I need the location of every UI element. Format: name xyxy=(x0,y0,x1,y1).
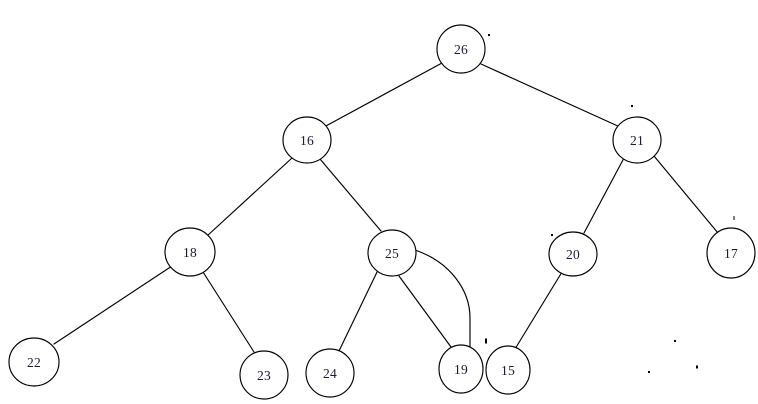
scan-artifacts-layer xyxy=(485,34,735,373)
node-label: 24 xyxy=(323,366,337,381)
tree-edge xyxy=(323,62,443,128)
tree-edge xyxy=(514,271,563,350)
tree-node-15[interactable]: 15 xyxy=(485,345,531,395)
tree-edge xyxy=(53,265,173,345)
node-label: 26 xyxy=(454,42,468,57)
node-circle xyxy=(282,116,332,164)
node-label: 25 xyxy=(385,246,399,261)
node-circle xyxy=(548,231,598,277)
tree-edge xyxy=(583,157,625,234)
nodes-layer: 26 16 21 18 25 20 17 22 23 24 19 15 xyxy=(8,24,756,400)
edges-layer xyxy=(53,62,719,353)
node-label: 21 xyxy=(630,133,644,148)
node-label: 19 xyxy=(454,362,468,377)
node-circle xyxy=(706,227,756,279)
tree-node-18[interactable]: 18 xyxy=(164,227,216,277)
scan-speck xyxy=(696,365,698,369)
node-circle xyxy=(612,116,662,164)
tree-node-24[interactable]: 24 xyxy=(305,348,355,398)
tree-node-25[interactable]: 25 xyxy=(367,229,417,277)
tree-node-23[interactable]: 23 xyxy=(239,350,289,400)
node-label: 23 xyxy=(257,368,271,383)
tree-node-17[interactable]: 17 xyxy=(706,227,756,279)
node-circle xyxy=(305,348,355,398)
scan-speck xyxy=(551,234,553,236)
node-circle xyxy=(436,24,486,74)
tree-node-21[interactable]: 21 xyxy=(612,116,662,164)
tree-edge xyxy=(202,271,255,353)
node-circle xyxy=(164,227,216,277)
tree-edge xyxy=(480,63,621,128)
scan-speck xyxy=(631,105,633,107)
tree-node-22[interactable]: 22 xyxy=(8,337,60,387)
scan-speck xyxy=(648,371,650,373)
node-label: 15 xyxy=(501,363,515,378)
node-circle xyxy=(239,350,289,400)
node-circle xyxy=(485,345,531,395)
tree-edge-curved xyxy=(414,249,471,348)
tree-node-19[interactable]: 19 xyxy=(438,344,484,394)
tree-edge xyxy=(398,275,452,348)
node-circle xyxy=(438,344,484,394)
scan-speck xyxy=(674,340,676,342)
tree-edge xyxy=(319,158,382,232)
tree-edge xyxy=(206,157,293,237)
node-circle xyxy=(367,229,417,277)
node-label: 16 xyxy=(300,133,314,148)
scan-speck xyxy=(488,34,490,36)
node-circle xyxy=(8,337,60,387)
tree-node-16[interactable]: 16 xyxy=(282,116,332,164)
tree-edge xyxy=(338,269,379,352)
scan-speck xyxy=(733,216,735,220)
scan-speck xyxy=(485,338,487,344)
node-label: 20 xyxy=(566,247,580,262)
tree-node-26[interactable]: 26 xyxy=(436,24,486,74)
node-label: 22 xyxy=(27,355,41,370)
node-label: 18 xyxy=(183,245,197,260)
tree-edge xyxy=(653,155,719,234)
node-label: 17 xyxy=(724,246,738,261)
tree-node-20[interactable]: 20 xyxy=(548,231,598,277)
